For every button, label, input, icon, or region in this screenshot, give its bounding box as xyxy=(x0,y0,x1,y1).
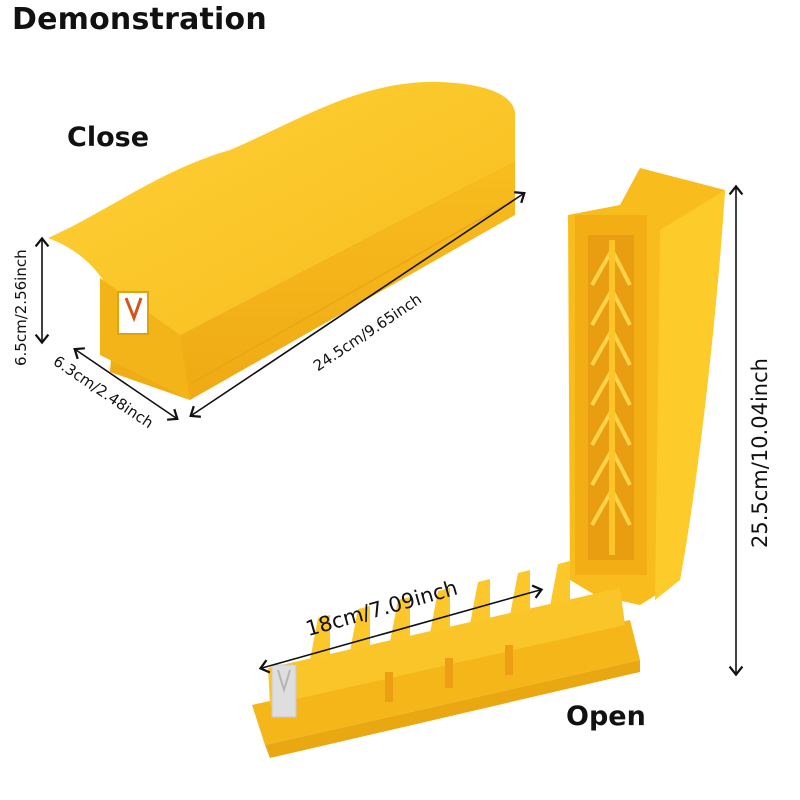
open-product-lid xyxy=(568,168,725,605)
length-dimension-arrow xyxy=(189,191,526,418)
closed-state-label: Close xyxy=(67,122,150,153)
open-state-label: Open xyxy=(566,701,646,732)
width-dimension-arrow xyxy=(73,347,179,421)
open-height-dimension: 25.5cm/10.04inch xyxy=(748,358,772,548)
closed-height-dimension: 6.5cm/2.56inch xyxy=(12,249,30,366)
page-title: Demonstration xyxy=(12,2,267,37)
base-length-dimension-arrow xyxy=(258,584,544,674)
